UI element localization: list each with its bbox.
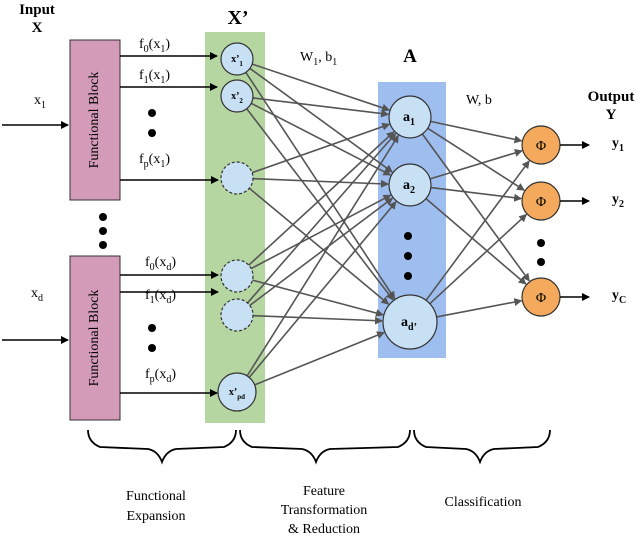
stage-label-transformation: Transformation	[281, 503, 368, 518]
input-symbol: X	[32, 20, 43, 36]
a-layer-title: A	[403, 46, 417, 67]
a-node	[382, 294, 438, 350]
xprime-node	[220, 79, 254, 113]
connection-line	[250, 102, 392, 176]
functional-block-top	[69, 39, 121, 201]
stage-label-classification: Classification	[445, 495, 522, 510]
connection-line	[246, 134, 399, 377]
expansion-label-f1-xd: f1(xd)	[145, 288, 176, 306]
connection-line	[249, 197, 394, 307]
a-node	[388, 163, 432, 207]
ellipsis-dot	[537, 239, 545, 247]
ellipsis-dot	[99, 227, 107, 235]
ellipsis-dot	[99, 241, 107, 249]
ellipsis-dot	[404, 252, 412, 260]
xprime-layer-title: X’	[227, 7, 248, 29]
stage-label-feature: Feature	[303, 484, 345, 499]
ellipsis-dot	[148, 129, 156, 137]
expansion-label-f0-x1: f0(x1)	[139, 37, 170, 55]
a-node-label: a2	[403, 178, 415, 196]
expansion-label-fp-xd: fp(xd)	[145, 367, 176, 385]
connection-line	[252, 97, 390, 118]
output-label: y1	[612, 136, 624, 154]
phi-symbol: Φ	[536, 139, 546, 154]
connection-line	[425, 198, 527, 285]
connection-line	[430, 120, 523, 144]
xprime-node	[220, 298, 254, 332]
expansion-label-fp-x1: fp(x1)	[139, 152, 170, 170]
output-symbol: Y	[606, 107, 617, 123]
brace-classification	[413, 429, 551, 465]
stage-label-reduction: & Reduction	[288, 522, 360, 536]
xprime-node-label: x’2	[231, 91, 243, 105]
expansion-label-f1-x1: f1(x1)	[139, 68, 170, 86]
connection-line	[246, 108, 394, 301]
input-xd-label: xd	[31, 286, 43, 304]
connection-line	[254, 331, 385, 386]
output-label: yC	[612, 288, 626, 306]
a-node-label: ad’	[401, 315, 417, 333]
ellipsis-dot	[148, 109, 156, 117]
functional-block-bottom-label: Functional Block	[87, 290, 102, 387]
xprime-node	[220, 259, 254, 293]
stage-label-expansion: Expansion	[126, 509, 185, 524]
functional-block-top-label: Functional Block	[87, 72, 102, 169]
connection-line	[425, 160, 530, 301]
stage-label-functional: Functional	[126, 489, 186, 504]
a-nodes: a1 a2 ad’	[382, 95, 438, 350]
a-node	[388, 95, 432, 139]
connection-line	[249, 67, 394, 173]
output-title: Output	[588, 89, 635, 105]
xprime-node	[220, 161, 254, 195]
input-x1-label: x1	[34, 93, 46, 111]
expansion-label-f0-xd: f0(xd)	[145, 255, 176, 273]
ellipsis-dot	[99, 213, 107, 221]
ellipsis-dot	[404, 272, 412, 280]
ellipsis-dot	[148, 344, 156, 352]
phi-symbol: Φ	[536, 195, 546, 210]
xprime-node-label: x’1	[231, 54, 243, 68]
phi-symbol: Φ	[536, 291, 546, 306]
connection-line	[252, 279, 384, 317]
xprime-node-label: x’pd	[229, 387, 245, 401]
output-label: y2	[612, 192, 624, 210]
ellipsis-dot	[148, 324, 156, 332]
connection-line	[429, 213, 528, 305]
connection-line	[430, 186, 523, 202]
weights-w-b-label: W, b	[466, 93, 492, 108]
connection-lines	[245, 63, 530, 386]
connection-line	[248, 187, 390, 305]
connection-line	[421, 133, 530, 282]
connection-line	[248, 201, 397, 378]
connection-line	[250, 194, 392, 270]
connection-line	[427, 127, 526, 191]
weights-w1-b1-label: W1, b1	[300, 50, 337, 68]
connection-line	[252, 177, 390, 188]
connection-line	[245, 71, 396, 300]
xprime-node	[220, 42, 254, 76]
ellipsis-dot	[404, 232, 412, 240]
connection-line	[251, 122, 391, 174]
connection-line	[429, 149, 523, 180]
xprime-nodes: x’1 x’2 x’pd	[217, 42, 257, 412]
functional-block-bottom	[69, 255, 121, 421]
connection-line	[252, 314, 384, 325]
ellipsis-dot	[537, 258, 545, 266]
a-node-label: a1	[403, 110, 415, 128]
connection-line	[251, 63, 391, 112]
connection-line	[436, 298, 523, 318]
connection-line	[248, 131, 395, 266]
brace-feature-transformation	[239, 429, 411, 465]
brace-functional-expansion	[87, 429, 237, 465]
xprime-node	[217, 372, 257, 412]
connection-line	[246, 132, 397, 304]
input-title: Input	[19, 2, 55, 18]
